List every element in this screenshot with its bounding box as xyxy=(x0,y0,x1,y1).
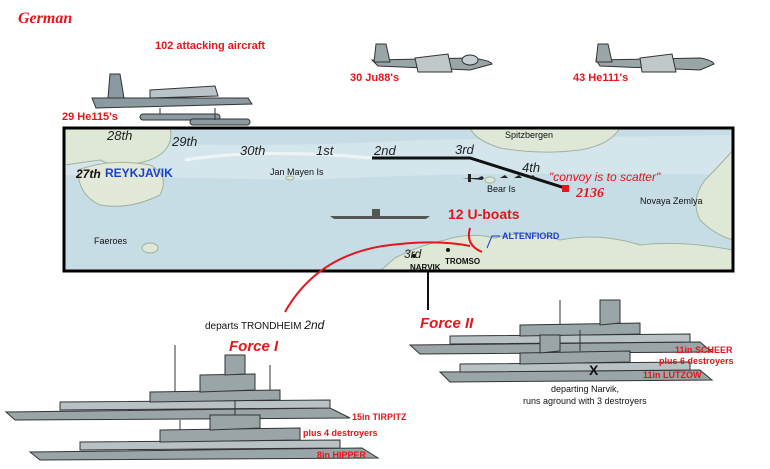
lutzow-x-mark: X xyxy=(589,362,599,378)
lutzow-ship xyxy=(438,330,714,383)
scheer-escort-label: plus 6 destroyers xyxy=(659,356,734,366)
diagram-title: German xyxy=(18,10,73,27)
ju88-label: 30 Ju88's xyxy=(350,72,400,84)
force1-label: Force I xyxy=(229,338,279,355)
spitzbergen-label: Spitzbergen xyxy=(505,130,554,140)
uboats-label: 12 U-boats xyxy=(448,206,520,222)
force1-route xyxy=(284,241,471,313)
force2-label: Force II xyxy=(420,315,474,332)
he111-label: 43 He111's xyxy=(573,72,629,84)
day-28th: 28th xyxy=(107,128,133,143)
day-29th: 29th xyxy=(172,134,198,149)
day-1st: 1st xyxy=(316,143,334,158)
narvik-label: NARVIK xyxy=(410,263,441,272)
trondheim-label: departs TRONDHEIM 2nd xyxy=(205,318,324,332)
uboat-silhouette xyxy=(330,209,430,219)
trondheim-prefix: departs TRONDHEIM xyxy=(205,321,302,332)
hipper-ship xyxy=(28,400,380,461)
scatter-order-label: "convoy is to scatter" xyxy=(549,170,661,184)
narvik-day-label: 3rd xyxy=(404,247,422,261)
faeroes-label: Faeroes xyxy=(94,236,128,246)
altenfiord-label: ALTENFIORD xyxy=(502,231,560,241)
he115-label: 29 He115's xyxy=(62,111,118,123)
day-3rd: 3rd xyxy=(455,142,474,157)
day-4th: 4th xyxy=(522,160,541,175)
altenfiord-pointer xyxy=(486,235,500,249)
he115-aircraft xyxy=(91,73,253,126)
lutzow-note-2: runs aground with 3 destroyers xyxy=(523,396,647,406)
tirpitz-escort-label: plus 4 destroyers xyxy=(303,428,378,438)
lutzow-note-1: departing Narvik, xyxy=(551,384,620,394)
reykjavik-label: REYKJAVIK xyxy=(105,166,173,180)
novaya-zemlya-label: Novaya Zemlya xyxy=(640,196,703,206)
jan-mayen-label: Jan Mayen Is xyxy=(270,167,324,177)
attacking-aircraft-label: 102 attacking aircraft xyxy=(155,40,266,52)
scheer-ship xyxy=(408,299,714,355)
map-panel xyxy=(62,126,735,273)
day-2nd: 2nd xyxy=(374,143,396,158)
scatter-time-label: 2136 xyxy=(576,186,604,201)
tirpitz-ship xyxy=(4,345,351,421)
altenfiord-route xyxy=(467,227,483,253)
ju88-aircraft xyxy=(370,43,493,73)
hipper-label: 8in HIPPER xyxy=(317,450,367,460)
he111-aircraft xyxy=(595,43,715,73)
tirpitz-label: 15in TIRPITZ xyxy=(352,412,407,422)
scheer-label: 11in SCHEER xyxy=(675,345,733,355)
tromso-label: TROMSO xyxy=(445,257,481,266)
lutzow-label: 11in LUTZOW xyxy=(643,370,702,380)
day-27th: 27th xyxy=(76,167,101,181)
track-aircraft xyxy=(462,174,536,182)
bear-island-label: Bear Is xyxy=(487,184,516,194)
trondheim-day: 2nd xyxy=(304,318,325,332)
day-30th: 30th xyxy=(240,143,266,158)
